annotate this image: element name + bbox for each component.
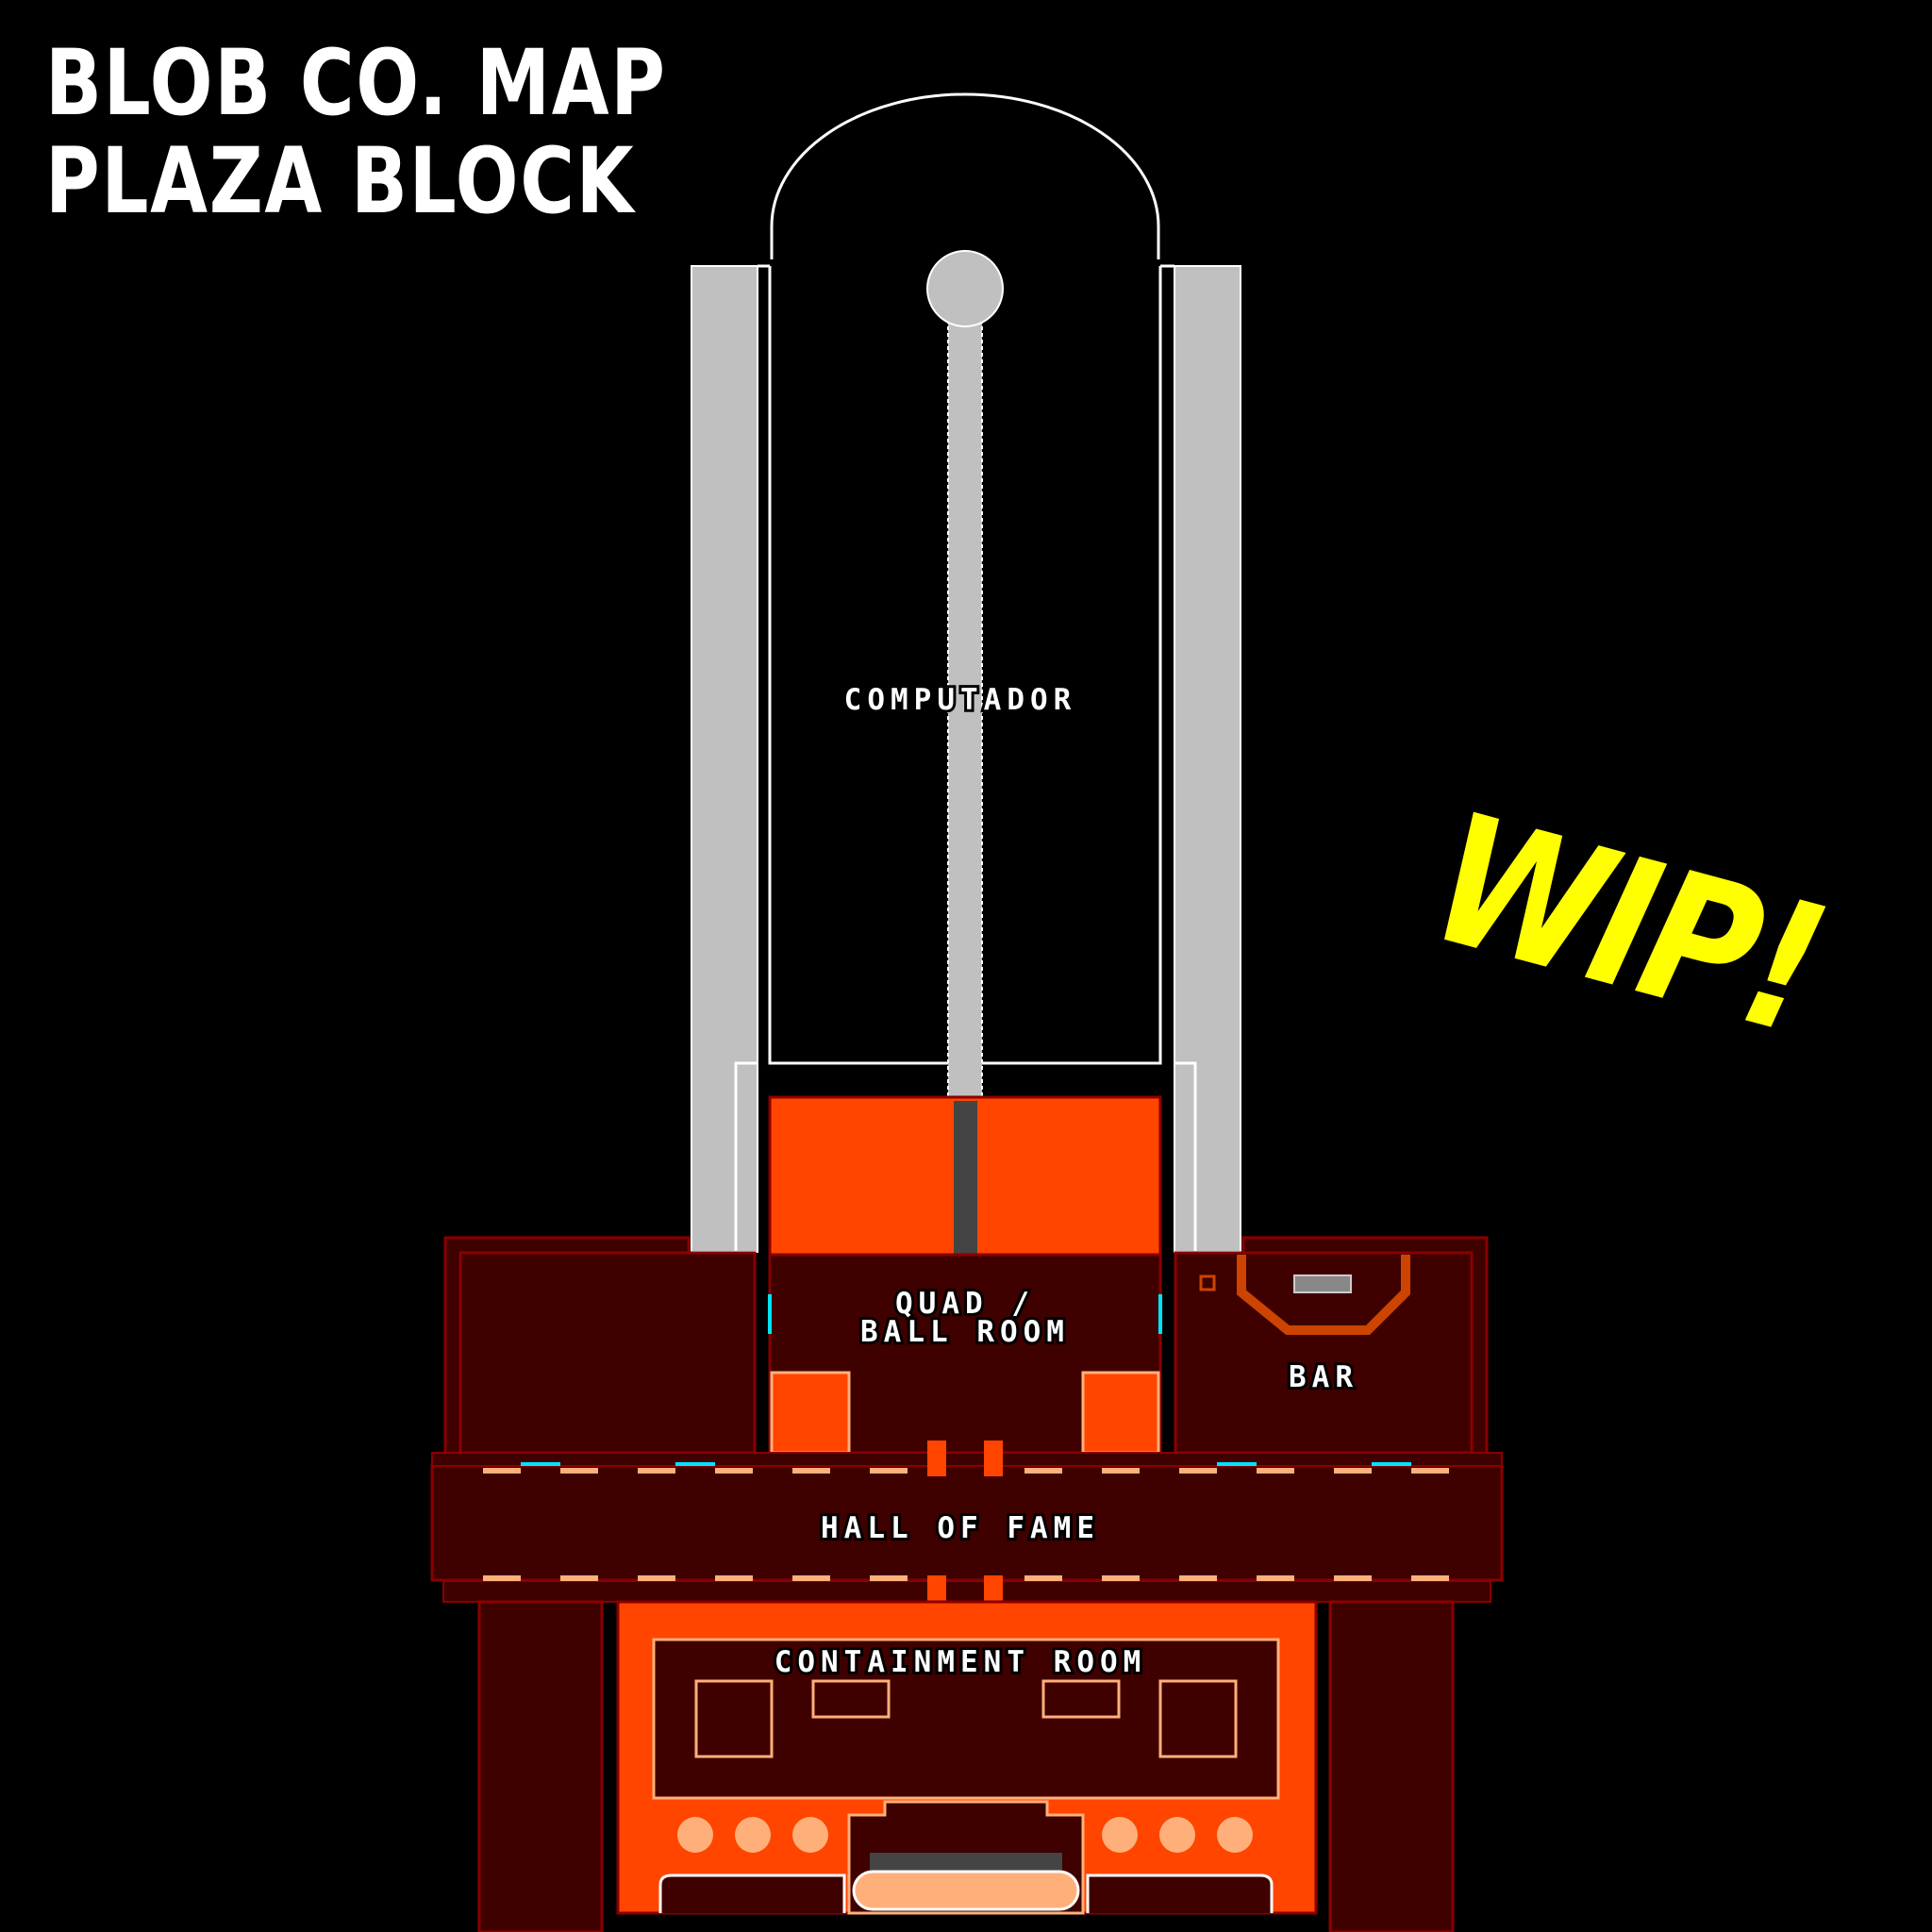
right-pillar (1174, 265, 1241, 1253)
hall-lights-top (483, 1468, 1449, 1474)
hall-lights-bottom (483, 1575, 1449, 1581)
bar-shelf (1293, 1274, 1352, 1293)
hall-wall-bottom (442, 1580, 1491, 1603)
left-lower-corridor (477, 1600, 604, 1932)
containment-pods (694, 1679, 1238, 1758)
antenna-orb (926, 250, 1004, 327)
room-label-containment: Containment room (774, 1645, 1147, 1679)
bar-stool (1199, 1274, 1216, 1291)
hall-of-fame-room (430, 1463, 1504, 1582)
quad-corner-left (770, 1371, 851, 1455)
hall-wall-top (431, 1452, 1503, 1467)
containment-inner (652, 1638, 1280, 1800)
quad-door-right (1158, 1294, 1162, 1334)
left-room-inner (458, 1251, 757, 1455)
containment-specimen (852, 1870, 1080, 1911)
computador-tower (691, 92, 1241, 1253)
quad-corner-right (1081, 1371, 1160, 1455)
quad-door-left (768, 1294, 772, 1334)
room-label-bar: Bar (1289, 1360, 1358, 1394)
containment-benches (658, 1874, 1274, 1913)
map-title-line-1: BLOB CO. MAP (45, 30, 667, 136)
room-label-quad-line-1: Quad / (895, 1287, 1035, 1321)
left-pillar (691, 265, 758, 1253)
room-label-computador: Computador (844, 683, 1077, 717)
map-title: BLOB CO. MAP PLAZA BLOCK (45, 34, 803, 230)
room-label-hall-of-fame: Hall of fame (821, 1511, 1100, 1545)
right-lower-corridor (1328, 1600, 1455, 1932)
bar-counter (1237, 1255, 1410, 1335)
hall-doors (521, 1462, 1411, 1466)
tower-base-shaft (954, 1101, 977, 1255)
containment-lights (677, 1817, 1253, 1853)
map-title-line-2: PLAZA BLOCK (45, 128, 636, 234)
dome-outline (770, 92, 1160, 259)
tower-step-left (734, 264, 770, 1252)
room-label-quad-line-2: Ball room (860, 1315, 1070, 1349)
containment-pedestal (870, 1853, 1062, 1872)
tower-step-right (1160, 264, 1197, 1252)
